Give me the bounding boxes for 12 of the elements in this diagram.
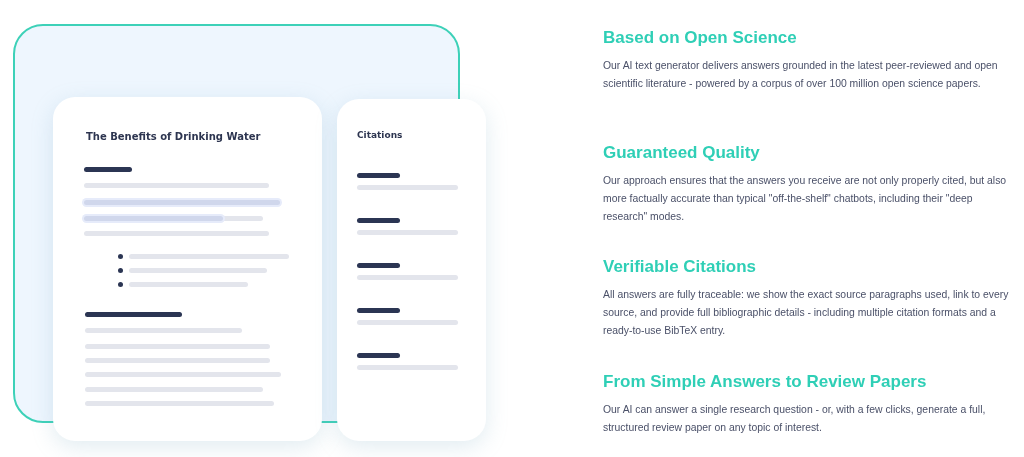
section-heading: From Simple Answers to Review Papers — [603, 372, 928, 392]
section-heading: Based on Open Science — [603, 28, 798, 48]
document-card — [53, 97, 322, 441]
section-heading: Guaranteed Quality — [603, 143, 761, 163]
section-heading: Verifiable Citations — [603, 257, 758, 277]
card-title: The Benefits of Drinking Water — [86, 131, 261, 142]
section-paragraph: All answers are fully traceable: we show the exact source paragraphs used, link to every source, and provide full bibliographic details - including multiple citation formats and a ready-to-use BibTeX entry. — [603, 288, 1010, 338]
citations-card — [337, 99, 486, 441]
section-paragraph: Our AI can answer a single research question - or, with a few clicks, generate a full, structured review paper on any topic of interest. — [603, 403, 987, 435]
card-title: Citations — [357, 130, 403, 140]
section-paragraph: Our AI text generator delivers answers grounded in the latest peer-reviewed and open scientific literature - powered by a corpus of over 100 million open science papers. — [603, 59, 999, 91]
section-paragraph: Our approach ensures that the answers you receive are not only properly cited, but also more factually accurate than typical "off-the-shelf" chatbots, including their "deep research" modes. — [603, 174, 1008, 224]
